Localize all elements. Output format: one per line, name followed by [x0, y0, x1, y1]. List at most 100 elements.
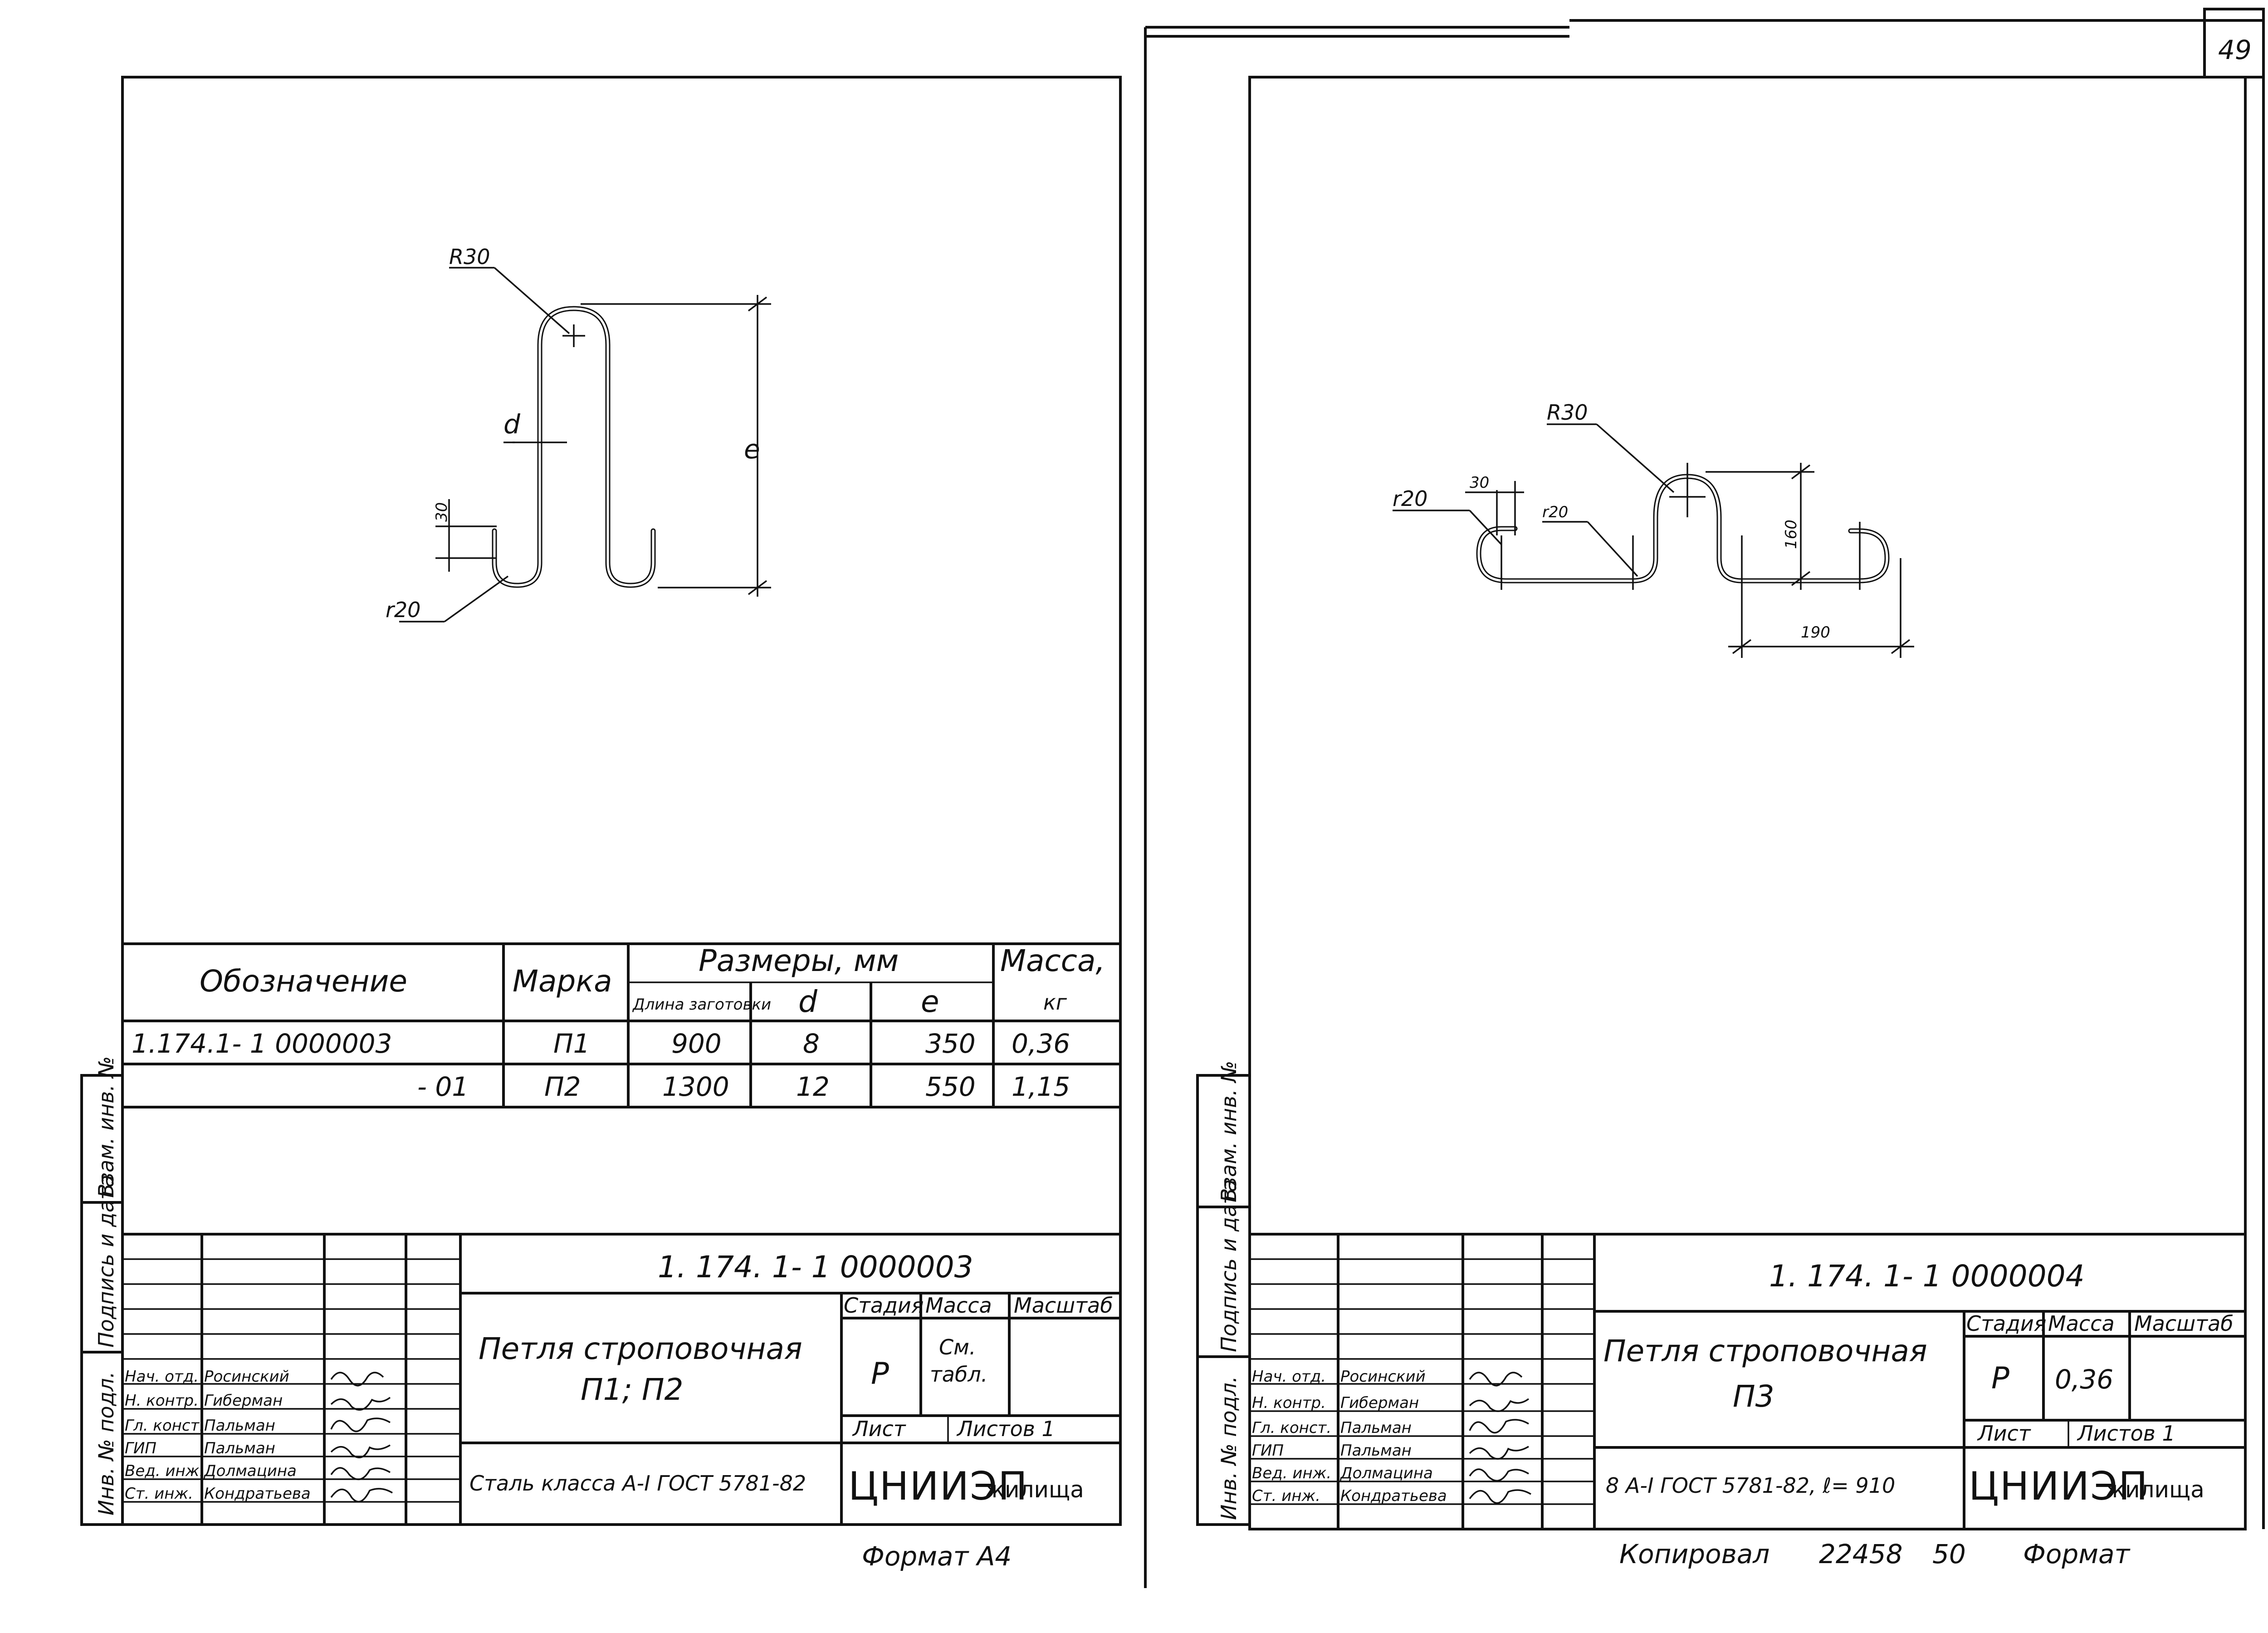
svg-text:550: 550: [925, 1071, 976, 1102]
svg-text:8: 8: [803, 1028, 820, 1059]
left-title-block: Нач. отд. Росинский Н. контр. Гиберман Г…: [122, 1233, 1120, 1525]
page-number: 49: [2218, 34, 2252, 65]
svg-text:Р: Р: [1991, 1361, 2009, 1396]
svg-text:Ст. инж.: Ст. инж.: [1252, 1487, 1320, 1505]
svg-text:табл.: табл.: [930, 1362, 987, 1387]
right-title-block: Нач. отд. Росинский Н. контр. Гиберман Г…: [1250, 1233, 2245, 1529]
label-190-p3: 190: [1801, 623, 1830, 642]
svg-text:Пальман: Пальман: [1340, 1442, 1412, 1460]
label-e-p1: e: [744, 434, 760, 465]
svg-text:П1: П1: [553, 1028, 590, 1059]
svg-text:Инв. № подл.: Инв. № подл.: [94, 1372, 118, 1515]
svg-text:Стадия: Стадия: [844, 1293, 924, 1318]
label-r20-left-p3: r20: [1393, 486, 1427, 511]
signature-rows: Нач. отд. Росинский Н. контр. Гиберман Г…: [1252, 1368, 1447, 1505]
col-mass: Масса,: [1000, 943, 1105, 978]
svg-text:Масштаб: Масштаб: [1014, 1293, 1113, 1318]
spec-table: Обозначение Марка Размеры, мм Длина заго…: [122, 942, 1120, 1108]
left-sheet: R30 r20 d e 30 Обозначение Марка Размеры…: [80, 76, 1122, 1572]
svg-text:Лист: Лист: [852, 1417, 906, 1441]
svg-text:Ст. инж.: Ст. инж.: [125, 1485, 193, 1503]
svg-text:Формат: Формат: [2023, 1539, 2131, 1569]
col-blank-length: Длина заготовки: [632, 995, 771, 1014]
svg-text:Инв. № подл.: Инв. № подл.: [1217, 1376, 1241, 1520]
svg-text:Гиберман: Гиберман: [1340, 1394, 1419, 1412]
svg-text:Листов 1: Листов 1: [956, 1417, 1055, 1441]
svg-text:Кондратьева: Кондратьева: [204, 1485, 311, 1503]
format-note: Формат А4: [862, 1541, 1012, 1572]
svg-text:жилища: жилища: [984, 1476, 1084, 1503]
signature-rows: Нач. отд. Росинский Н. контр. Гиберман Г…: [125, 1368, 311, 1503]
table-row: - 01 П2 1300 12 550 1,15: [417, 1071, 1070, 1102]
table-row: 1.174.1- 1 0000003 П1 900 8 350 0,36: [132, 1028, 1070, 1059]
svg-text:- 01: - 01: [417, 1071, 469, 1102]
svg-text:Подпись и дата: Подпись и дата: [1217, 1179, 1241, 1352]
signature-scribbles: [330, 1372, 393, 1503]
loop-p1-drawing: R30 r20 d e 30: [386, 245, 771, 623]
svg-text:Гиберман: Гиберман: [204, 1392, 283, 1410]
svg-text:Нач. отд.: Нач. отд.: [125, 1368, 199, 1386]
svg-text:Масса: Масса: [925, 1293, 992, 1318]
svg-text:Стадия: Стадия: [1966, 1311, 2046, 1336]
svg-text:Масса: Масса: [2048, 1311, 2115, 1336]
title-left-1: Петля строповочная: [479, 1331, 802, 1366]
label-d-p1: d: [503, 409, 521, 440]
svg-text:Росинский: Росинский: [1340, 1368, 1426, 1386]
svg-text:12: 12: [796, 1071, 830, 1102]
org-left: ЦНИИЭП: [848, 1464, 1028, 1509]
material-left: Сталь класса А-I ГОСТ 5781-82: [469, 1471, 806, 1496]
svg-text:Гл. конст.: Гл. конст.: [1252, 1419, 1331, 1437]
svg-text:Н. контр.: Н. контр.: [1252, 1394, 1326, 1412]
col-mark: Марка: [513, 964, 612, 999]
left-side-strip: Взам. инв. № Подпись и дата Инв. № подл.: [80, 1056, 124, 1526]
col-designation: Обозначение: [200, 964, 407, 999]
svg-text:Вед. инж.: Вед. инж.: [1252, 1464, 1331, 1482]
label-r30-p1: R30: [449, 245, 490, 269]
signature-scribbles: [1469, 1372, 1531, 1504]
right-footer: Копировал 22458 50 Формат: [1619, 1539, 2131, 1569]
svg-text:Р: Р: [871, 1356, 889, 1391]
svg-text:900: 900: [671, 1028, 722, 1059]
svg-text:ГИП: ГИП: [125, 1439, 156, 1457]
svg-text:350: 350: [925, 1028, 976, 1059]
label-160-p3: 160: [1782, 520, 1800, 549]
col-mass-unit: кг: [1043, 990, 1067, 1015]
svg-text:Кондратьева: Кондратьева: [1340, 1487, 1447, 1505]
right-frame: [1248, 76, 2247, 1530]
right-side-strip: Взам. инв. № Подпись и дата Инв. № подл.: [1196, 1061, 1251, 1526]
svg-text:Пальман: Пальман: [1340, 1419, 1412, 1437]
right-sheet: 49: [1196, 8, 2265, 1569]
svg-text:1300: 1300: [662, 1071, 729, 1102]
svg-text:жилища: жилища: [2105, 1476, 2204, 1503]
svg-text:Гл. конст.: Гл. конст.: [125, 1417, 204, 1435]
svg-text:Нач. отд.: Нач. отд.: [1252, 1368, 1326, 1386]
svg-text:Взам. инв. №: Взам. инв. №: [1217, 1061, 1241, 1202]
svg-text:Долмацина: Долмацина: [203, 1462, 297, 1480]
org-right: ЦНИИЭП: [1969, 1464, 2149, 1509]
svg-text:50: 50: [1932, 1539, 1966, 1569]
svg-text:Вед. инж.: Вед. инж.: [125, 1462, 204, 1480]
svg-text:См.: См.: [939, 1335, 976, 1359]
svg-text:Пальман: Пальман: [204, 1417, 275, 1435]
label-r30-p3: R30: [1547, 400, 1588, 425]
material-right: 8 А-I ГОСТ 5781-82, ℓ= 910: [1606, 1473, 1895, 1498]
svg-text:Н. контр.: Н. контр.: [125, 1392, 199, 1410]
svg-text:22458: 22458: [1819, 1539, 1903, 1569]
label-r20-p1: r20: [386, 598, 420, 622]
title-right-1: Петля строповочная: [1603, 1334, 1927, 1368]
doc-code-left: 1. 174. 1- 1 0000003: [658, 1250, 973, 1285]
title-left-2: П1; П2: [581, 1372, 683, 1407]
svg-text:ГИП: ГИП: [1252, 1442, 1284, 1460]
svg-text:Листов 1: Листов 1: [2077, 1421, 2175, 1446]
label-30-p1: 30: [433, 502, 451, 522]
svg-text:Копировал: Копировал: [1619, 1539, 1769, 1569]
col-dimensions: Размеры, мм: [699, 943, 899, 978]
doc-code-right: 1. 174. 1- 1 0000004: [1769, 1259, 2085, 1294]
svg-text:П2: П2: [544, 1071, 581, 1102]
svg-text:0,36: 0,36: [2055, 1364, 2113, 1395]
svg-text:Подпись и дата: Подпись и дата: [94, 1175, 118, 1348]
col-d: d: [798, 984, 818, 1019]
svg-text:Долмацина: Долмацина: [1339, 1464, 1433, 1482]
svg-text:0,36: 0,36: [1012, 1028, 1070, 1059]
